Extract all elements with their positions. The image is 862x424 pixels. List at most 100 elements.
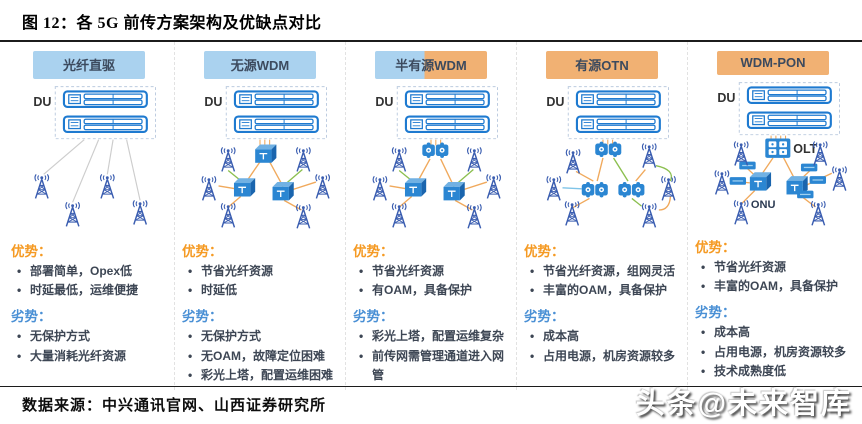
splitter-icon — [749, 171, 772, 192]
otn-device-icon — [618, 182, 645, 198]
advantage-item: 节省光纤资源 — [357, 262, 511, 281]
otn-device-icon — [581, 182, 608, 198]
cell-tower-icon — [295, 146, 311, 173]
column-header-semi-active-wdm: 半有源WDM — [375, 51, 487, 79]
column-fiber-direct: 光纤直驱 DU 优势： 部署简单，Opex低 时 — [4, 42, 174, 390]
du-label: DU — [546, 95, 564, 109]
onu-icon — [796, 189, 815, 199]
cell-tower-icon — [546, 175, 562, 202]
cell-tower-icon — [372, 175, 388, 202]
advantages-list: 节省光纤资源，组网灵活 丰富的OAM，具备保护 — [522, 262, 682, 301]
cell-tower-icon — [99, 173, 115, 200]
cell-tower-icon — [201, 175, 217, 202]
disadvantage-item: 占用电源，机房资源较多 — [699, 343, 853, 362]
cell-tower-icon — [391, 146, 407, 173]
figure-title: 图 12：各 5G 前传方案架构及优缺点对比 — [22, 15, 322, 32]
cell-tower-icon — [831, 165, 848, 192]
column-active-otn: 有源OTN DU — [516, 42, 687, 390]
bottom-divider — [0, 386, 862, 387]
wdm-mux-icon — [271, 181, 295, 202]
advantages-label: 优势： — [524, 244, 565, 259]
disadvantage-item: 无OAM，故障定位困难 — [186, 347, 340, 366]
wdm-mux-icon — [442, 181, 466, 202]
cell-tower-icon — [65, 201, 81, 228]
column-wdm-pon: WDM-PON DU OLT — [687, 42, 858, 390]
fiber-links — [562, 157, 673, 211]
disadvantages-list: 彩光上塔，配置运维复杂 前传网需管理通道进入网管 — [351, 327, 511, 385]
comparison-columns: 光纤直驱 DU 优势： 部署简单，Opex低 时 — [0, 42, 862, 390]
disadvantages-label: 劣势： — [353, 309, 394, 325]
cell-tower-icon — [660, 175, 677, 202]
advantage-item: 节省光纤资源，组网灵活 — [528, 262, 682, 281]
cell-tower-icon — [641, 202, 657, 229]
du-links — [770, 135, 787, 142]
advantage-item: 丰富的OAM，具备保护 — [528, 281, 682, 300]
cell-tower-icon — [220, 202, 236, 229]
advantages-label: 优势： — [182, 244, 223, 259]
disadvantage-item: 无保护方式 — [186, 327, 340, 346]
disadvantage-item: 占用电源，机房资源较多 — [528, 347, 682, 366]
disadvantage-item: 技术成熟度低 — [699, 362, 853, 381]
cell-tower-icon — [641, 142, 657, 169]
disadvantages-label: 劣势： — [11, 309, 52, 325]
fiber-links — [43, 139, 141, 203]
server-icon — [575, 90, 661, 108]
cell-tower-icon — [714, 169, 730, 196]
disadvantages-label: 劣势： — [182, 309, 223, 325]
data-source: 数据来源：中兴通讯官网、山西证券研究所 — [22, 398, 327, 414]
wdm-pon-topology-diagram: DU OLT ONU — [714, 82, 848, 227]
disadvantage-item: 前传网需管理通道进入网管 — [357, 347, 511, 385]
server-icon — [575, 115, 661, 133]
semi-active-wdm-topology-diagram: DU — [372, 86, 502, 230]
server-icon — [62, 90, 148, 108]
column-header-wdm-pon: WDM-PON — [717, 51, 829, 75]
cell-tower-icon — [220, 146, 236, 173]
olt-label: OLT — [793, 142, 817, 156]
disadvantages-list: 无保护方式 无OAM，故障定位困难 彩光上塔，配置运维困难 — [180, 327, 340, 385]
advantage-item: 节省光纤资源 — [186, 262, 340, 281]
onu-label: ONU — [751, 199, 776, 211]
advantage-item: 时延低 — [186, 281, 340, 300]
advantage-item: 部署简单，Opex低 — [15, 262, 169, 281]
disadvantage-item: 彩光上塔，配置运维复杂 — [357, 327, 511, 346]
fiber-links — [218, 161, 317, 211]
server-icon — [233, 90, 319, 108]
figure-footer: 数据来源：中兴通讯官网、山西证券研究所 — [0, 386, 862, 424]
server-icon — [233, 115, 319, 133]
du-dashed-box — [396, 86, 498, 140]
olt-icon — [765, 138, 791, 158]
disadvantages-list: 无保护方式 大量消耗光纤资源 — [9, 327, 169, 366]
du-dashed-box — [738, 82, 840, 136]
du-dashed-box — [225, 86, 327, 140]
cell-tower-icon — [565, 148, 581, 175]
server-icon — [746, 86, 832, 104]
fiber-direct-topology-diagram: DU — [33, 86, 156, 228]
server-icon — [62, 115, 148, 133]
disadvantage-item: 彩光上塔，配置运维困难 — [186, 366, 340, 385]
active-otn-topology-diagram: DU — [546, 86, 677, 229]
advantages-list: 节省光纤资源 丰富的OAM，具备保护 — [693, 258, 853, 297]
watermark: 头条@未来智库 — [635, 388, 852, 420]
cell-tower-icon — [486, 173, 502, 200]
passive-wdm-topology-diagram: DU — [201, 86, 331, 230]
advantage-item: 丰富的OAM，具备保护 — [699, 277, 853, 296]
disadvantage-item: 成本高 — [528, 327, 682, 346]
advantage-item: 节省光纤资源 — [699, 258, 853, 277]
disadvantage-item: 大量消耗光纤资源 — [15, 347, 169, 366]
top-divider — [0, 40, 862, 42]
disadvantages-list: 成本高 占用电源，机房资源较多 — [522, 327, 682, 366]
cell-tower-icon — [132, 199, 148, 226]
advantage-item: 有OAM，具备保护 — [357, 281, 511, 300]
column-header-active-otn: 有源OTN — [546, 51, 658, 79]
cell-tower-icon — [391, 202, 407, 229]
wdm-mux-icon — [254, 143, 278, 164]
column-passive-wdm: 无源WDM DU — [174, 42, 345, 390]
disadvantages-label: 劣势： — [695, 305, 736, 321]
du-label: DU — [375, 95, 393, 109]
wdm-mux-icon — [404, 177, 427, 198]
server-icon — [404, 115, 490, 133]
disadvantage-item: 成本高 — [699, 323, 853, 342]
du-label: DU — [33, 95, 51, 109]
onu-icon — [729, 176, 747, 186]
du-dashed-box — [567, 86, 669, 140]
